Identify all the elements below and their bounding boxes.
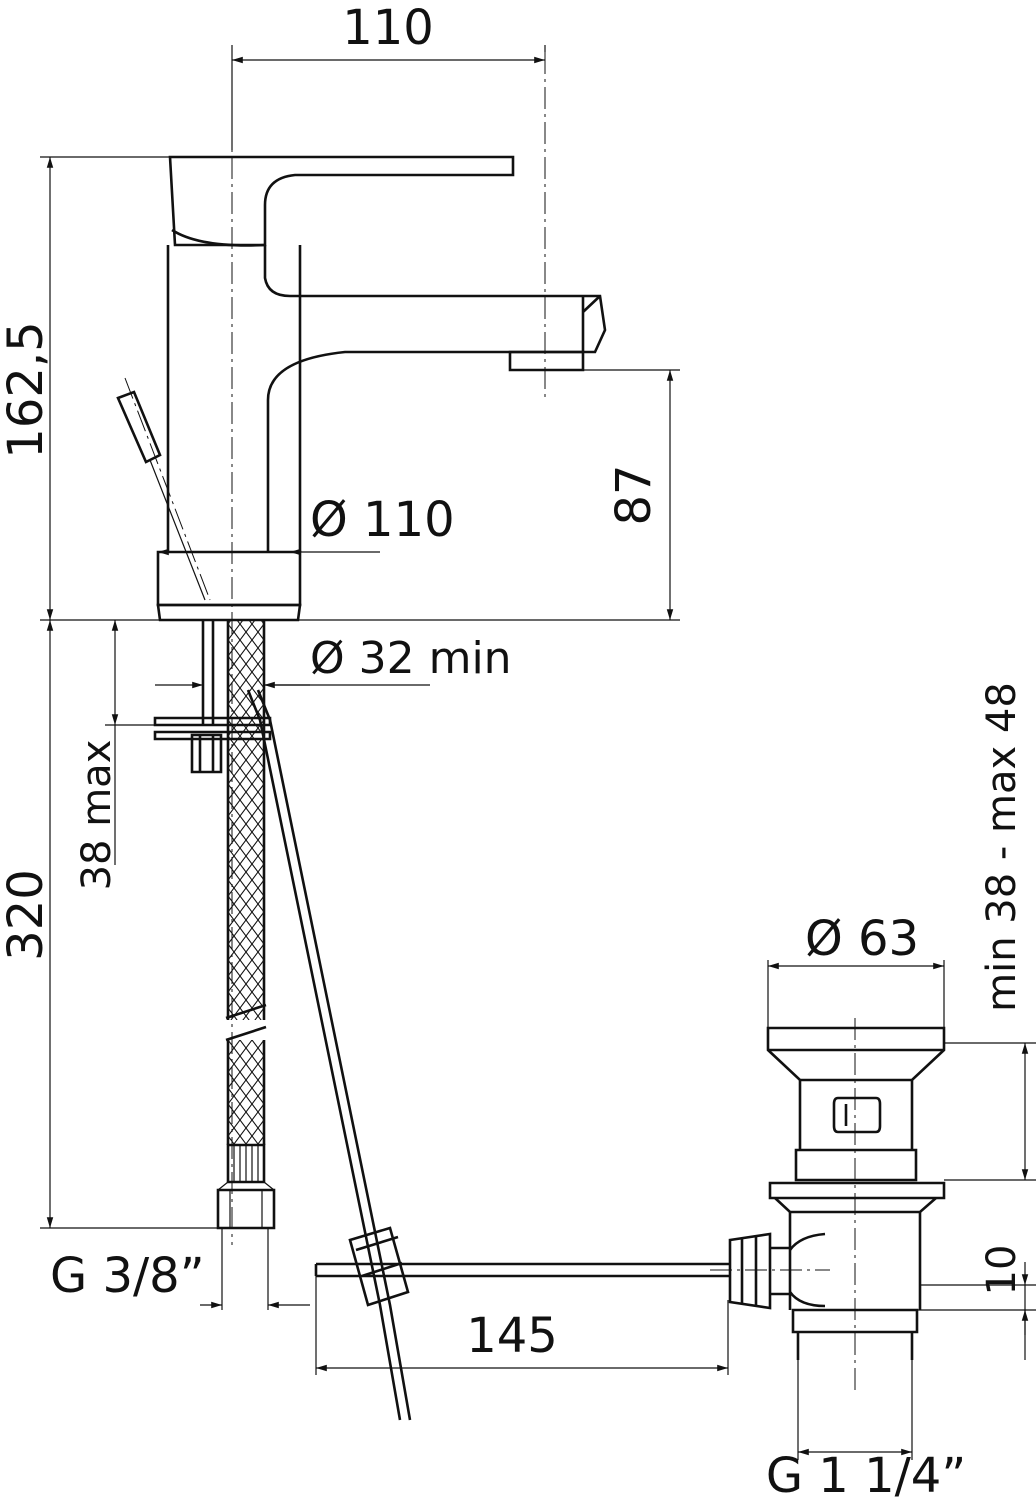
- countertop-thickness-label: 38 max: [74, 740, 120, 891]
- base-diameter-label: Ø 110: [310, 492, 455, 548]
- threaded-stud: [190, 620, 223, 774]
- rod-length-label: 145: [466, 1308, 558, 1364]
- spout-height-label: 87: [606, 464, 662, 525]
- linkage-rod: [314, 1262, 730, 1278]
- side-nut: [728, 1232, 790, 1310]
- waste-diameter-label: Ø 63: [805, 911, 919, 967]
- hole-diameter-label: Ø 32 min: [310, 633, 512, 684]
- spout-reach-label: 110: [342, 0, 434, 56]
- waste-basin-thickness-label: min 38 - max 48: [979, 682, 1025, 1012]
- hose-length-label: 320: [0, 869, 54, 961]
- popup-rod-top: [116, 377, 211, 601]
- total-height-label: 162,5: [0, 321, 54, 458]
- braided-hose: [216, 620, 276, 1230]
- waste-thread-label: G 1 1/4”: [766, 1448, 966, 1500]
- faucet-body: [156, 155, 607, 622]
- hose-thread-label: G 3/8”: [50, 1248, 205, 1304]
- waste-spacing-label: 10: [979, 1245, 1025, 1296]
- pull-rod: [246, 689, 412, 1421]
